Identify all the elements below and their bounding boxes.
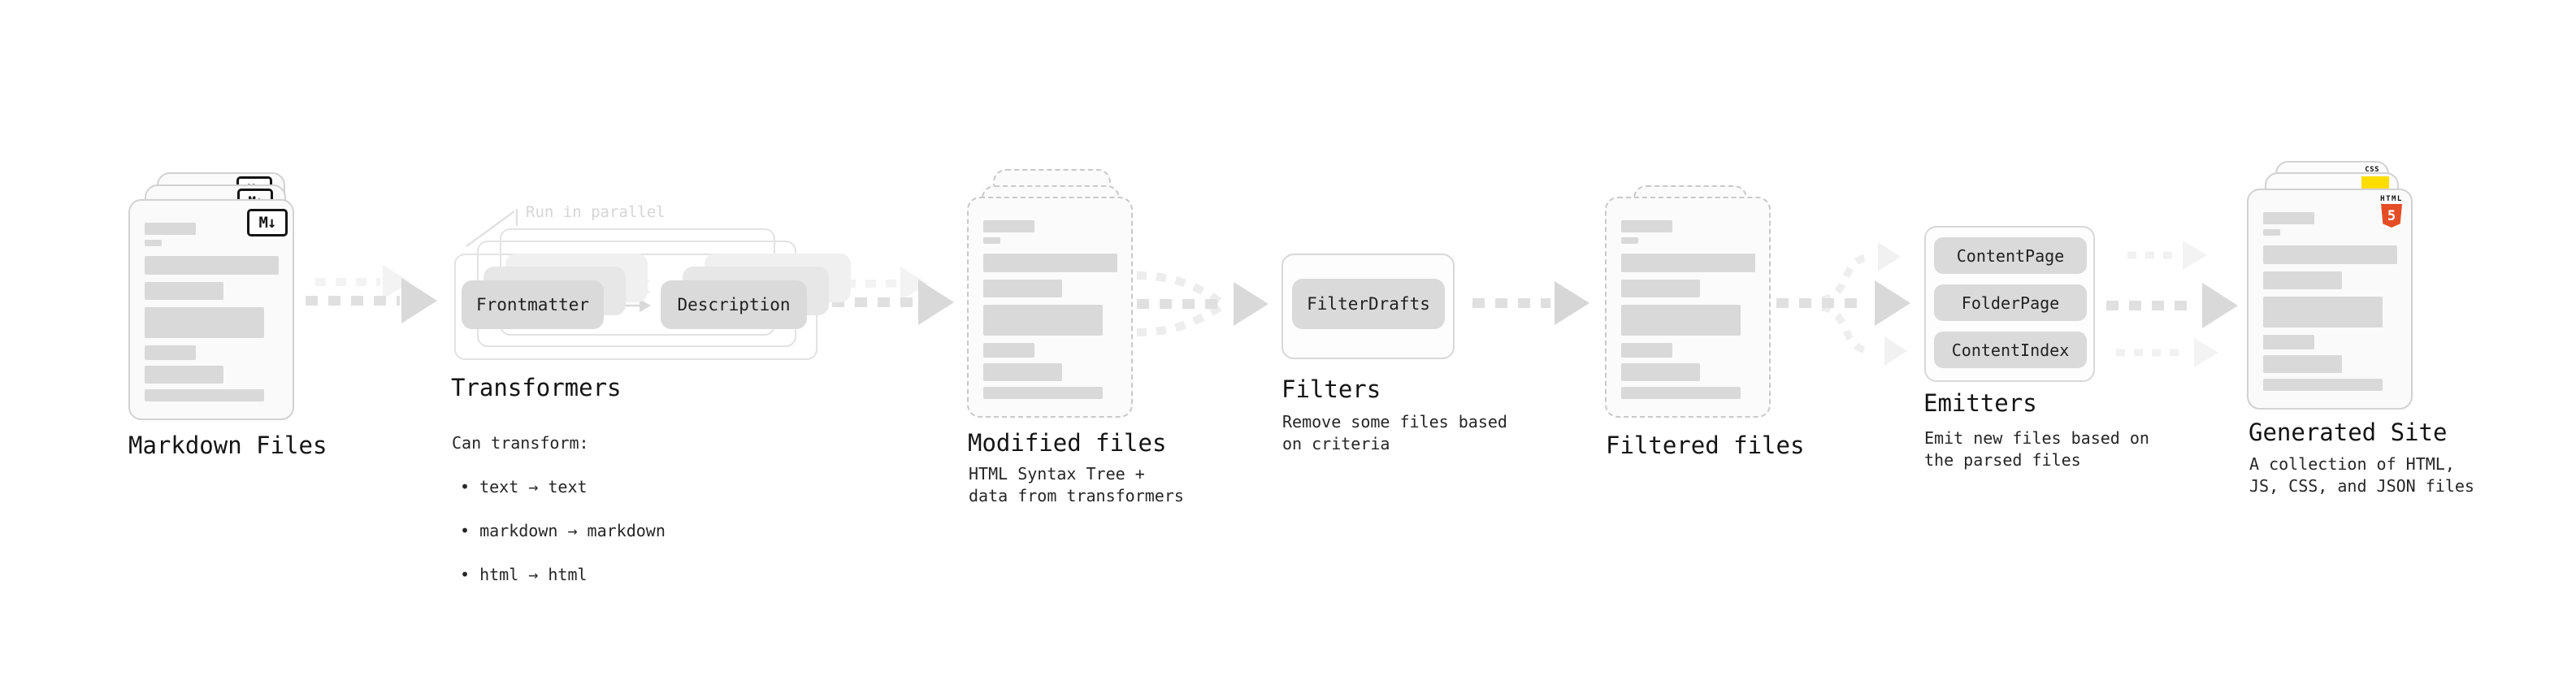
markdown-icon: M↓ (247, 209, 288, 236)
arrow-modified-to-filters-merge (1136, 271, 1268, 336)
generated-file-card-front: HTML 5 (2247, 189, 2413, 410)
document-placeholder-lines (145, 223, 279, 401)
transformer-step-frontmatter: Frontmatter (462, 280, 604, 329)
label-filters: Filters (1281, 375, 1381, 403)
html5-icon: HTML 5 (2377, 195, 2406, 228)
arrow-markdown-to-transformers (306, 265, 437, 323)
transformers-note: Can transform: • text → text • markdown … (452, 410, 666, 608)
arrow-emitters-to-generated (2106, 241, 2238, 367)
emitter-step-contentpage: ContentPage (1934, 237, 2087, 274)
filters-note: Remove some files based on criteria (1282, 412, 1507, 453)
label-filtered-files: Filtered files (1606, 432, 1805, 459)
transformers-note-title: Can transform: (452, 433, 589, 453)
html5-icon-word: HTML (2380, 195, 2403, 203)
emitters-note: Emit new files based on the parsed files (1924, 428, 2149, 470)
label-markdown-files: Markdown Files (128, 432, 327, 459)
label-transformers: Transformers (451, 374, 622, 401)
generated-site-note: A collection of HTML, JS, CSS, and JSON … (2249, 454, 2474, 496)
document-placeholder-lines (1621, 220, 1755, 399)
html5-icon-shield: 5 (2381, 204, 2402, 228)
markdown-icon-text: M↓ (258, 214, 277, 232)
document-placeholder-lines (2263, 212, 2397, 391)
transformer-step-description: Description (661, 280, 807, 329)
filter-step-filterdrafts: FilterDrafts (1292, 279, 1445, 329)
modified-file-card-front (967, 197, 1133, 418)
label-modified-files: Modified files (968, 429, 1167, 457)
markdown-file-card-front: M↓ (128, 199, 294, 420)
css-icon-text: CSS (2365, 166, 2379, 174)
run-in-parallel-annotation: Run in parallel (526, 203, 666, 221)
transformers-note-bullet: • html → html (460, 565, 588, 584)
filtered-file-card-front (1605, 197, 1771, 418)
html5-icon-five: 5 (2387, 207, 2396, 224)
emitter-step-contentindex: ContentIndex (1934, 332, 2087, 368)
document-placeholder-lines (983, 220, 1117, 399)
transformers-note-bullet: • markdown → markdown (460, 521, 666, 540)
arrow-filtered-to-emitters-fork (1776, 242, 1910, 366)
modified-files-note: HTML Syntax Tree + data from transformer… (969, 464, 1184, 505)
arrow-filters-to-filtered (1472, 281, 1589, 325)
label-generated-site: Generated Site (2249, 419, 2448, 446)
emitter-step-folderpage: FolderPage (1934, 284, 2087, 321)
label-emitters: Emitters (1923, 389, 2037, 417)
transformers-note-bullet: • text → text (460, 477, 588, 497)
